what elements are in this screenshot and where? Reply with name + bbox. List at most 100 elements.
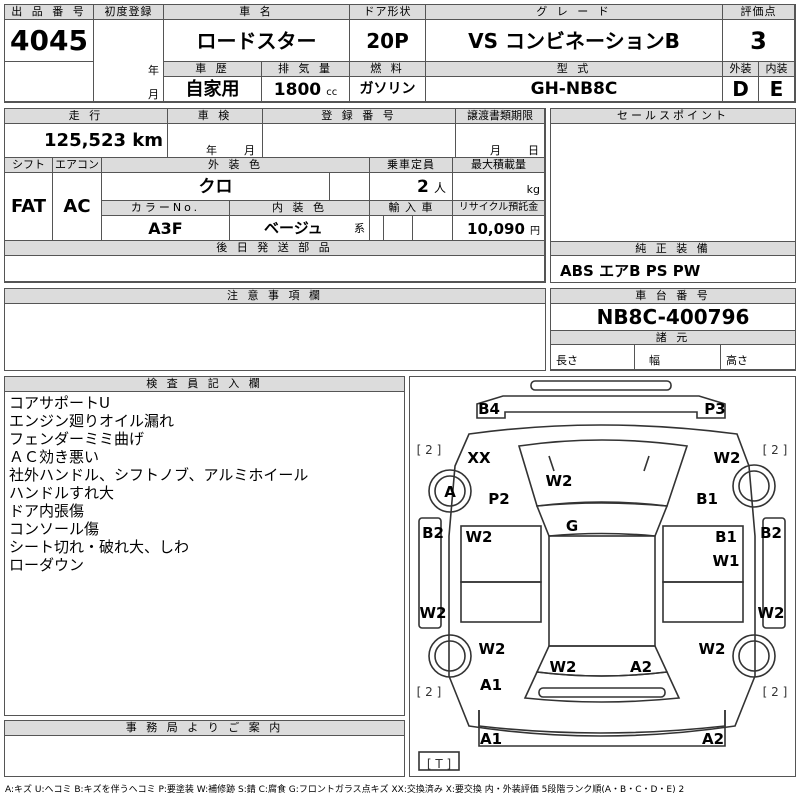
interior-label: 内装 [759, 62, 795, 77]
sales-point-label: セールスポイント [551, 109, 795, 124]
inspector-note: コンソール傷 [9, 520, 100, 538]
wheel-rr [732, 634, 776, 678]
mileage-label: 走 行 [5, 109, 168, 124]
tire-label-rl: [ 2 ] [417, 685, 442, 699]
model-value: GH-NB8C [426, 77, 723, 102]
color-no-label: カラーNo. [102, 201, 230, 216]
displacement-unit: cc [326, 87, 338, 98]
inspector-block [4, 376, 405, 716]
damage-mark: A1 [480, 676, 502, 694]
first-reg-cell [94, 20, 164, 102]
capacity-cell: 2 人 [370, 173, 453, 201]
spec-length-label: 長さ [556, 354, 578, 367]
chassis-block [550, 288, 796, 371]
grade-label: グ レ ー ド [426, 5, 723, 20]
recycle-unit: 円 [530, 226, 540, 237]
damage-mark: A1 [480, 730, 502, 748]
damage-mark: A [444, 483, 456, 501]
recycle-label: リサイクル預託金 [453, 201, 545, 216]
ext-color-value: クロ [102, 173, 330, 201]
history-label: 車 歴 [164, 62, 262, 77]
car-diagram: [ 2 ] [ 2 ] [ 2 ] [ 2 ] [ T ] B4 P3 XX W… [417, 380, 788, 771]
displacement-cell: 1800 cc [262, 77, 350, 102]
parts-label: 後 日 発 送 部 品 [5, 241, 545, 256]
office-label: 事 務 局 よ り ご 案 内 [5, 721, 404, 736]
wheel-fl [428, 469, 472, 513]
parts-value [5, 256, 545, 282]
notes-block [4, 288, 546, 371]
car-name-label: 車 名 [164, 5, 350, 20]
damage-mark: W2 [699, 640, 726, 658]
left-rear-panel [460, 581, 542, 623]
inspection-month: 月 [244, 144, 255, 157]
tire-label-fr: [ 2 ] [763, 443, 788, 457]
spec-label: 諸 元 [551, 330, 795, 345]
trunk [523, 671, 681, 703]
load-cell: kg [453, 173, 545, 201]
damage-mark: B4 [478, 400, 500, 418]
import-label: 輸 入 車 [370, 201, 453, 216]
front-bumper-bar [530, 380, 672, 391]
damage-mark: W2 [420, 604, 447, 622]
body-outline [448, 424, 756, 737]
notes-label: 注 意 事 項 欄 [5, 289, 545, 304]
damage-mark: W2 [550, 658, 577, 676]
damage-mark: P3 [704, 400, 725, 418]
trunk-label: [ T ] [427, 757, 451, 771]
rear-bumper [478, 710, 726, 734]
exterior-label: 外装 [723, 62, 759, 77]
right-rear-panel [662, 581, 744, 623]
int-color-value: ベージュ [264, 219, 323, 237]
vehicle-detail-block [4, 108, 546, 283]
score-value: 3 [723, 20, 795, 62]
rear-bumper-bar [538, 687, 666, 698]
damage-mark: W2 [479, 640, 506, 658]
office-block [4, 720, 405, 777]
spec-width: 幅 [635, 345, 721, 370]
door-label: ドア形状 [350, 5, 426, 20]
shift-label: シフト [5, 158, 53, 173]
damage-mark: B2 [422, 524, 444, 542]
inspector-notes: コアサポートU エンジン廻りオイル漏れ フェンダーミミ曲げ ＡＣ効き悪い 社外ハ… [9, 394, 401, 574]
chassis-value: NB8C-400796 [596, 305, 750, 329]
displacement-label: 排 気 量 [262, 62, 350, 77]
inspector-note: ドア内張傷 [9, 502, 85, 520]
transfer-cell: 月 日 [456, 124, 545, 158]
hood [517, 439, 689, 507]
windshield [535, 501, 669, 537]
car-diagram-block [409, 376, 796, 777]
capacity-unit: 人 [433, 181, 446, 195]
damage-mark: A2 [630, 658, 652, 676]
inspector-note: ローダウン [9, 556, 85, 574]
inspection-label: 車 検 [168, 109, 263, 124]
recycle-value: 10,090 [467, 220, 525, 238]
inspector-note: シート切れ・破れ大、しわ [9, 538, 190, 556]
reg-number-label: 登 録 番 号 [263, 109, 456, 124]
damage-mark: A2 [702, 730, 724, 748]
mileage-value: 125,523 km [5, 124, 168, 158]
inspector-note: ハンドルすれ大 [9, 484, 115, 502]
damage-mark: W2 [466, 528, 493, 546]
damage-mark: B1 [715, 528, 737, 546]
damage-mark: W1 [713, 552, 740, 570]
inspector-label: 検 査 員 記 入 欄 [5, 377, 404, 392]
damage-mark: XX [467, 449, 491, 467]
rear-lower [478, 710, 726, 747]
spec-width-label: 幅 [649, 354, 660, 367]
damage-mark: W2 [758, 604, 785, 622]
inspector-note: フェンダーミミ曲げ [9, 430, 145, 448]
interior-value: E [759, 77, 795, 102]
tire-label-rr: [ 2 ] [763, 685, 788, 699]
front-bumper [476, 395, 726, 419]
transfer-day: 日 [528, 144, 539, 157]
capacity-value: 2 [417, 177, 429, 197]
inspection-year: 年 [206, 144, 217, 157]
fuel-label: 燃 料 [350, 62, 426, 77]
equipment-label: 純 正 装 備 [551, 241, 795, 256]
wheel-rl [428, 634, 472, 678]
transfer-label: 譲渡書類期限 [456, 109, 545, 124]
import-cell-c [413, 216, 453, 241]
load-label: 最大積載量 [453, 158, 545, 173]
wheel-fr [732, 464, 776, 508]
chassis-label: 車 台 番 号 [551, 289, 795, 304]
